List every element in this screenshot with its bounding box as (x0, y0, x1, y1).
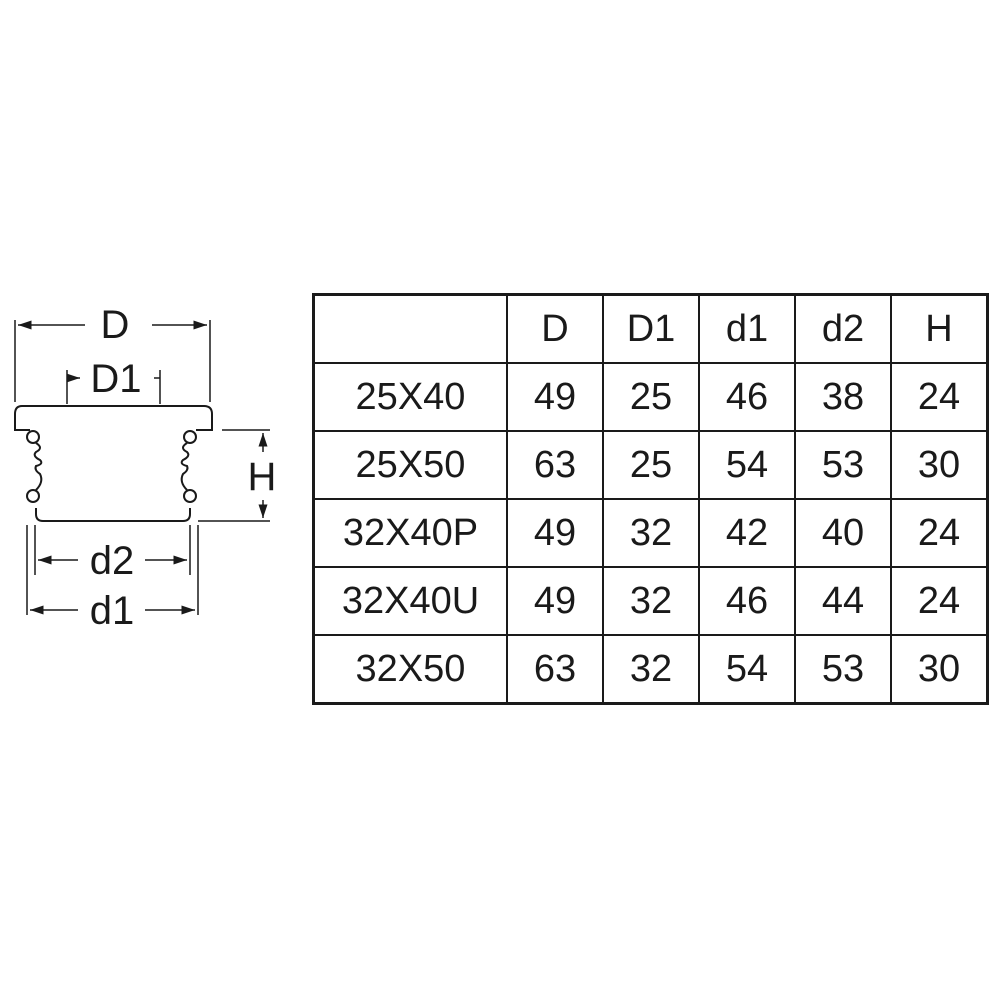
table-row: 32X40U 49 32 46 44 24 (312, 566, 989, 636)
value-cell: 53 (794, 634, 892, 705)
model-cell: 32X40U (312, 566, 508, 636)
value-cell: 25 (602, 362, 700, 432)
label-D1: D1 (90, 357, 141, 401)
model-cell: 32X50 (312, 634, 508, 705)
value-cell: 32 (602, 566, 700, 636)
value-cell: 49 (506, 498, 604, 568)
fitting-body (14, 405, 213, 522)
value-cell: 24 (890, 498, 989, 568)
value-cell: 49 (506, 566, 604, 636)
table-row: 32X50 63 32 54 53 30 (312, 634, 989, 705)
value-cell: 24 (890, 362, 989, 432)
value-cell: 44 (794, 566, 892, 636)
value-cell: 30 (890, 430, 989, 500)
value-cell: 30 (890, 634, 989, 705)
model-cell: 25X50 (312, 430, 508, 500)
value-cell: 63 (506, 634, 604, 705)
dimension-table: D D1 d1 d2 H 25X40 49 25 46 38 24 25X50 … (312, 293, 989, 705)
value-cell: 24 (890, 566, 989, 636)
value-cell: 25 (602, 430, 700, 500)
value-cell: 46 (698, 362, 796, 432)
label-d2: d2 (90, 539, 135, 583)
value-cell: 49 (506, 362, 604, 432)
value-cell: 32 (602, 498, 700, 568)
dimension-lines (18, 320, 268, 615)
value-cell: 38 (794, 362, 892, 432)
header-d2: d2 (794, 293, 892, 364)
value-cell: 54 (698, 634, 796, 705)
value-cell: 46 (698, 566, 796, 636)
table-row: 32X40P 49 32 42 40 24 (312, 498, 989, 568)
model-cell: 32X40P (312, 498, 508, 568)
header-d1: d1 (698, 293, 796, 364)
value-cell: 32 (602, 634, 700, 705)
value-cell: 42 (698, 498, 796, 568)
left-seal-ridges (26, 430, 43, 503)
header-D: D (506, 293, 604, 364)
table-header-row: D D1 d1 d2 H (312, 293, 989, 364)
model-cell: 25X40 (312, 362, 508, 432)
label-H: H (248, 455, 277, 499)
fitting-diagram: D D1 H d2 d1 (14, 303, 277, 633)
right-seal-ridges (180, 430, 197, 503)
header-H: H (890, 293, 989, 364)
label-D: D (101, 303, 130, 347)
value-cell: 53 (794, 430, 892, 500)
table-row: 25X40 49 25 46 38 24 (312, 362, 989, 432)
header-D1: D1 (602, 293, 700, 364)
value-cell: 63 (506, 430, 604, 500)
header-model (312, 293, 508, 364)
value-cell: 54 (698, 430, 796, 500)
label-d1: d1 (90, 589, 135, 633)
value-cell: 40 (794, 498, 892, 568)
table-row: 25X50 63 25 54 53 30 (312, 430, 989, 500)
